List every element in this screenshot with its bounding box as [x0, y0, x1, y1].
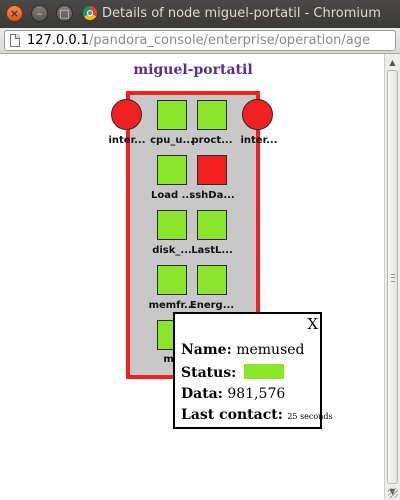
grip-icon: [391, 274, 395, 282]
module-label: cpu_u...: [150, 135, 194, 146]
status-indicator: [243, 364, 284, 379]
url-text: 127.0.0.1/pandora_console/enterprise/ope…: [27, 33, 370, 48]
address-bar: 127.0.0.1/pandora_console/enterprise/ope…: [0, 28, 400, 54]
window-minimize-button[interactable]: –: [31, 5, 48, 22]
resize-grip-icon[interactable]: [388, 488, 398, 498]
module-proct[interactable]: [197, 100, 227, 130]
interface-right[interactable]: [242, 99, 273, 130]
module-label: sshDa...: [189, 190, 235, 201]
module-tooltip: X Name: memused Status: Data: 981,576 La…: [173, 312, 333, 429]
module-label: LastL...: [191, 245, 233, 256]
close-icon: ×: [9, 7, 20, 20]
page-content: miguel-portatil inter... inter... cpu_u.…: [0, 54, 400, 500]
module-sshd[interactable]: [197, 155, 227, 185]
scrollbar-thumb[interactable]: [387, 70, 398, 484]
tooltip-close-button[interactable]: X: [307, 315, 318, 333]
tooltip-status-label: Status:: [181, 365, 237, 381]
chromium-icon: [83, 6, 97, 20]
tooltip-data-row: Data: 981,576: [181, 386, 285, 402]
tooltip-name-label: Name:: [181, 342, 232, 358]
module-label: Load ...: [150, 190, 194, 201]
interface-left-label: inter...: [108, 135, 146, 146]
window-close-button[interactable]: ×: [6, 5, 23, 22]
module-energy[interactable]: [197, 265, 227, 295]
url-field[interactable]: 127.0.0.1/pandora_console/enterprise/ope…: [4, 30, 396, 51]
minimize-icon: –: [36, 7, 43, 20]
module-label: proct...: [191, 135, 233, 146]
module-label: Energ...: [189, 300, 235, 311]
module-disk[interactable]: [157, 210, 187, 240]
tooltip-data-label: Data:: [181, 386, 223, 402]
tooltip-name-row: Name: memused: [181, 342, 305, 358]
module-lastl[interactable]: [197, 210, 227, 240]
vertical-scrollbar[interactable]: ▲ ▼: [384, 54, 400, 500]
module-label: disk_...: [152, 245, 192, 256]
url-path: /pandora_console/enterprise/operation/ag…: [89, 33, 370, 48]
tooltip-name-value: memused: [236, 342, 305, 358]
window-maximize-button[interactable]: □: [56, 5, 73, 22]
tooltip-contact-row: Last contact: 25 seconds: [181, 407, 333, 423]
module-cpu[interactable]: [157, 100, 187, 130]
page-icon: [10, 34, 20, 47]
tooltip-data-value: 981,576: [227, 386, 286, 402]
tooltip-status-row: Status:: [181, 364, 284, 381]
module-label: memfr...: [148, 300, 196, 311]
tooltip-contact-value: 25 seconds: [287, 412, 333, 421]
window-titlebar: × – □ Details of node miguel-portatil - …: [0, 0, 400, 28]
module-memfree[interactable]: [157, 265, 187, 295]
tooltip-contact-label: Last contact:: [181, 407, 283, 423]
window-title: Details of node miguel-portatil - Chromi…: [102, 6, 381, 21]
node-title: miguel-portatil: [133, 62, 253, 78]
module-load[interactable]: [157, 155, 187, 185]
maximize-icon: □: [59, 7, 70, 20]
interface-right-label: inter...: [240, 135, 278, 146]
url-host: 127.0.0.1: [27, 33, 90, 48]
scroll-up-icon[interactable]: ▲: [389, 58, 396, 67]
interface-left[interactable]: [111, 99, 142, 130]
module-label: me: [163, 354, 181, 365]
